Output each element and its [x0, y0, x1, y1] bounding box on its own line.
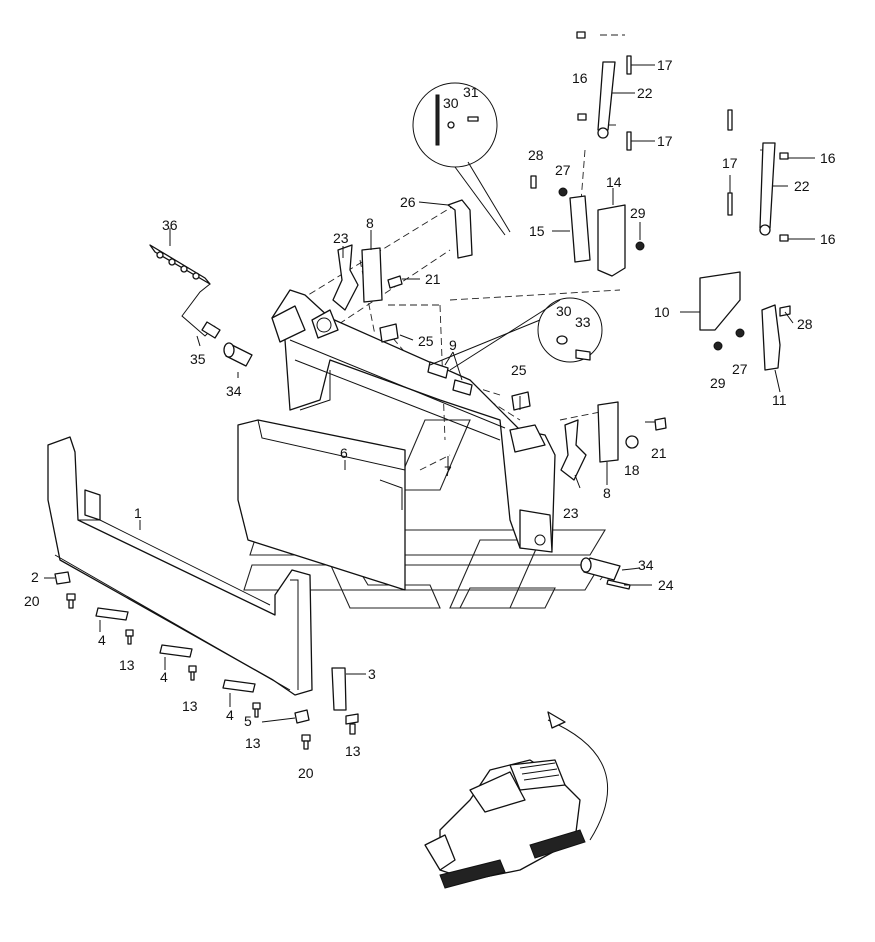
- label-23-top: 23: [333, 230, 349, 246]
- label-15: 15: [529, 223, 545, 239]
- label-27-right: 27: [732, 361, 748, 377]
- leader-lines: [44, 64, 815, 723]
- label-29-right: 29: [710, 375, 726, 391]
- label-28-right: 28: [797, 316, 813, 332]
- label-21-top: 21: [425, 271, 441, 287]
- label-10: 10: [654, 304, 670, 320]
- label-33: 33: [575, 314, 591, 330]
- label-17-b: 17: [657, 133, 673, 149]
- hydraulic-cylinders: [576, 31, 789, 242]
- label-4-a: 4: [98, 632, 106, 648]
- main-frame: [271, 289, 556, 553]
- label-14: 14: [606, 174, 622, 190]
- label-36: 36: [162, 217, 178, 233]
- label-6: 6: [340, 445, 348, 461]
- label-34-right: 34: [638, 557, 654, 573]
- label-25-left: 25: [418, 333, 434, 349]
- label-30-top: 30: [443, 95, 459, 111]
- label-7: 7: [444, 463, 452, 479]
- label-28-top: 28: [528, 147, 544, 163]
- label-17-c: 17: [722, 155, 738, 171]
- label-29-top: 29: [630, 205, 646, 221]
- label-5: 5: [244, 713, 252, 729]
- label-20-left: 20: [24, 593, 40, 609]
- label-1: 1: [134, 505, 142, 521]
- label-17-a: 17: [657, 57, 673, 73]
- machine-illustration: [424, 711, 609, 889]
- label-35: 35: [190, 351, 206, 367]
- label-13-a: 13: [119, 657, 135, 673]
- label-11: 11: [772, 392, 787, 408]
- detail-callouts: [412, 82, 603, 371]
- crank-handle-part: [149, 244, 221, 339]
- label-21-right: 21: [651, 445, 667, 461]
- label-20-bottom: 20: [298, 765, 314, 781]
- label-13-c: 13: [245, 735, 261, 751]
- label-24: 24: [658, 577, 674, 593]
- label-16-b: 16: [820, 150, 836, 166]
- small-parts: [54, 175, 791, 750]
- label-4-c: 4: [226, 707, 234, 723]
- label-30-detail: 30: [556, 303, 572, 319]
- label-8-bottom: 8: [603, 485, 611, 501]
- label-22-b: 22: [794, 178, 810, 194]
- label-26: 26: [400, 194, 416, 210]
- label-31: 31: [463, 84, 479, 100]
- label-4-b: 4: [160, 669, 168, 685]
- label-16-c: 16: [820, 231, 836, 247]
- label-27-top: 27: [555, 162, 571, 178]
- label-2: 2: [31, 569, 39, 585]
- pin-part: [223, 342, 253, 367]
- label-16-a: 16: [572, 70, 588, 86]
- label-13-d: 13: [345, 743, 361, 759]
- label-34-left: 34: [226, 383, 242, 399]
- label-22-a: 22: [637, 85, 653, 101]
- label-18: 18: [624, 462, 640, 478]
- label-13-b: 13: [182, 698, 198, 714]
- label-9: 9: [449, 337, 457, 353]
- label-8-top: 8: [366, 215, 374, 231]
- part-labels: 36 35 34 34 23 23 8 8 26 21 21 25 25 9 6…: [24, 57, 836, 781]
- label-25-right: 25: [511, 362, 527, 378]
- label-23-bottom: 23: [563, 505, 579, 521]
- crossbeam-part: [47, 436, 313, 696]
- label-3: 3: [368, 666, 376, 682]
- plate-part: [237, 419, 406, 591]
